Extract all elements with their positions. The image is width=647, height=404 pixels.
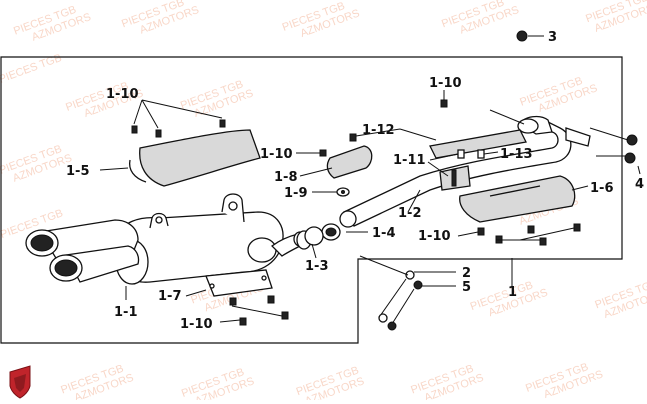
- label-1-12: 1-12: [362, 123, 395, 138]
- label-3: 3: [548, 30, 557, 45]
- screw-1-13: [457, 149, 465, 159]
- label-1-10: 1-10: [106, 87, 139, 102]
- label-1-6: 1-6: [590, 181, 614, 196]
- heat-shield-1-6: [459, 175, 576, 223]
- leader-lines: [99, 35, 641, 323]
- callout-labels: 1-10 1-5 1-10 1-12 1-10 1-13 1-11 1-8 1-…: [66, 30, 644, 332]
- nut-2: [405, 270, 415, 280]
- nut-4: [626, 134, 638, 146]
- heat-shield-edge: [128, 159, 147, 183]
- shield-1-8: [326, 145, 373, 179]
- label-1-10: 1-10: [418, 229, 451, 244]
- label-1-10: 1-10: [260, 147, 293, 162]
- label-1: 1: [508, 285, 517, 300]
- heat-shield-1-5: [139, 129, 261, 187]
- label-1-4: 1-4: [372, 226, 396, 241]
- clamp-ring: [304, 226, 324, 246]
- label-1-13: 1-13: [500, 147, 533, 162]
- label-5: 5: [462, 280, 471, 295]
- muffler-1-1: [25, 193, 307, 285]
- label-1-11: 1-11: [393, 153, 426, 168]
- bolt-1-10: [319, 149, 327, 157]
- bolt-group-left-top: [131, 119, 226, 138]
- screw-1-13: [477, 149, 485, 159]
- label-2: 2: [462, 266, 471, 281]
- nut-3: [516, 30, 528, 42]
- azmotors-shield-logo: [9, 365, 31, 399]
- nut-4: [624, 152, 636, 164]
- label-1-2: 1-2: [398, 206, 422, 221]
- bolt-1-10: [349, 133, 357, 142]
- label-1-5: 1-5: [66, 164, 90, 179]
- stud-5: [413, 280, 423, 290]
- bolt-group-right: [477, 223, 581, 246]
- label-1-1: 1-1: [114, 305, 138, 320]
- label-1-9: 1-9: [284, 186, 308, 201]
- bolt-group-bottom: [229, 295, 289, 326]
- label-1-3: 1-3: [305, 259, 329, 274]
- label-1-10: 1-10: [180, 317, 213, 332]
- label-1-7: 1-7: [158, 289, 182, 304]
- label-4: 4: [635, 177, 644, 192]
- label-1-10: 1-10: [429, 76, 462, 91]
- assembly-frame: [0, 56, 623, 344]
- plate-1-7: [205, 269, 273, 297]
- label-1-8: 1-8: [274, 170, 298, 185]
- heat-shield-1-12: [429, 129, 527, 159]
- bolt-1-10: [440, 99, 448, 108]
